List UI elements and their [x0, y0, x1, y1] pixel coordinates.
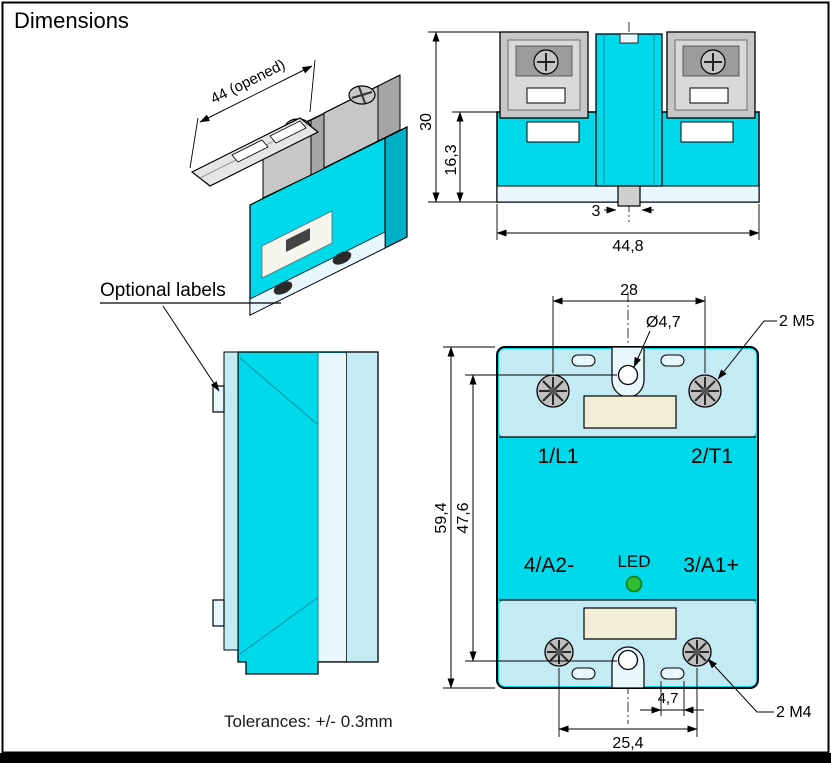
front-label-window-left — [526, 121, 580, 143]
face-view: 1/L1 2/T1 4/A2- 3/A1+ LED — [433, 282, 815, 752]
front-cover-right — [666, 31, 756, 119]
optional-labels-annotation: Optional labels — [100, 280, 226, 301]
front-center-column — [595, 33, 663, 187]
led-label: LED — [617, 552, 650, 571]
m5-screw-right-icon — [688, 374, 722, 408]
tolerances-note: Tolerances: +/- 0.3mm — [224, 712, 393, 731]
front-dim-3-label: 3 — [592, 203, 601, 220]
face-dim-2m4: 2 M4 — [707, 658, 812, 721]
front-din-tab — [617, 185, 641, 207]
face-dim-hole-dia: Ø4,7 — [633, 314, 681, 368]
iso-terminal-block-right — [323, 74, 401, 169]
iso-bottom-hole-left — [273, 281, 293, 295]
face-top-screws-label: 2 M5 — [779, 313, 815, 330]
m5-screw-left-icon — [536, 374, 570, 408]
iso-dim-opened-label: 44 (opened) — [208, 56, 288, 107]
face-hole-dia-label: Ø4,7 — [646, 314, 681, 331]
front-dim-3: 3 — [592, 203, 654, 220]
led-indicator — [625, 575, 643, 593]
face-dim-28-label: 28 — [620, 282, 638, 299]
bottom-bar — [0, 753, 831, 763]
mounting-hole-top — [617, 364, 639, 386]
face-top-label-plate — [583, 395, 677, 429]
front-dim-163-label: 16,3 — [443, 144, 460, 175]
side-base-plate — [345, 351, 379, 663]
face-dim-2m5: 2 M5 — [717, 313, 815, 380]
iso-body-side — [384, 126, 408, 249]
face-bottom-screws-label: 2 M4 — [776, 704, 812, 721]
iso-bottom-hole-right — [332, 251, 352, 265]
face-dim-254: 25,4 — [558, 668, 698, 752]
side-front-band — [223, 351, 239, 651]
face-dim-594: 59,4 — [433, 346, 495, 689]
face-dim-594-label: 59,4 — [433, 502, 450, 533]
isometric-view: 44 (opened) — [189, 56, 408, 316]
page-title: Dimensions — [14, 8, 129, 33]
terminal-2t1-label: 2/T1 — [691, 445, 733, 468]
side-bezel-strip — [318, 353, 346, 661]
m4-screw-left-icon — [544, 637, 574, 667]
face-bottom-oval-right — [660, 667, 685, 680]
face-bottom-oval-left — [571, 667, 596, 680]
face-dim-254-label: 25,4 — [612, 735, 643, 752]
face-top-oval-left — [571, 354, 596, 367]
terminal-4a2-label: 4/A2- — [524, 554, 574, 577]
front-dim-30-label: 30 — [418, 113, 435, 131]
face-bottom-label-plate — [583, 607, 677, 640]
face-top-oval-right — [660, 354, 685, 367]
iso-opened-cover — [190, 117, 320, 187]
front-label-window-right — [680, 121, 734, 143]
m4-screw-right-icon — [682, 637, 712, 667]
terminal-1l1-label: 1/L1 — [538, 445, 579, 468]
face-dim-28: 28 — [552, 282, 706, 373]
face-dim-47: 4,7 — [640, 681, 704, 716]
face-dim-476-label: 47,6 — [455, 502, 472, 533]
front-dim-448-label: 44,8 — [612, 238, 643, 255]
optional-labels-annotation-group: Optional labels — [100, 280, 281, 392]
face-dim-47-label: 4,7 — [658, 690, 679, 707]
side-view: Optional labels — [100, 280, 379, 675]
front-view: 30 16,3 3 44,8 — [418, 22, 760, 255]
iso-display-window — [286, 228, 310, 252]
front-cover-left — [499, 31, 589, 119]
front-dim-163: 16,3 — [443, 111, 497, 203]
side-label-clip-bottom — [212, 599, 225, 627]
terminal-3a1-label: 3/A1+ — [683, 554, 738, 577]
front-dim-448: 44,8 — [496, 204, 760, 255]
face-dim-476: 47,6 — [455, 374, 617, 662]
mounting-hole-bottom — [617, 649, 639, 671]
